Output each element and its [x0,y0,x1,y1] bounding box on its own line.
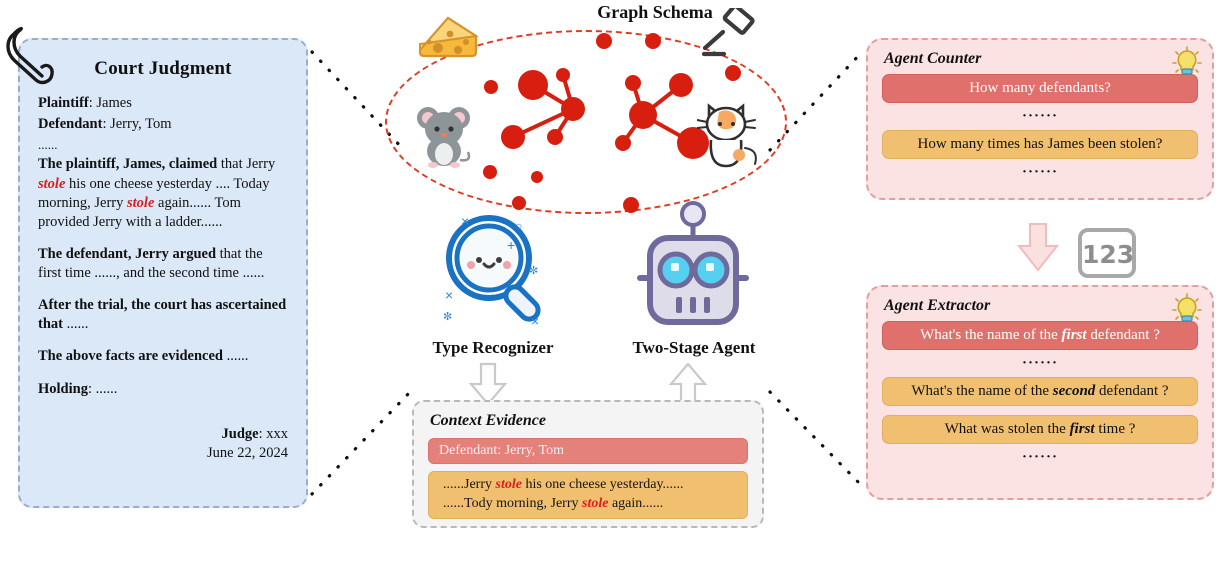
judge-line: Judge: xxx [38,425,288,445]
svg-text:✼: ✼ [443,311,452,323]
counter-badge: 123 [1078,228,1136,278]
plaintiff-line: Plaintiff: James [38,94,288,113]
svg-text:×: × [445,287,453,303]
svg-text:✼: ✼ [529,265,538,277]
counter-question-1[interactable]: How many defendants? [882,74,1198,103]
context-evidence-card: Context Evidence Defendant: Jerry, Tom .… [412,400,764,528]
defendant-line: Defendant: Jerry, Tom [38,115,288,134]
defendant-label: Defendant [38,116,103,133]
svg-text:×: × [531,313,539,329]
graph-nodes [483,33,741,213]
evidence-line-2: ......Tody morning, Jerry stole again...… [443,495,733,514]
evidence-1-post: his one cheese yesterday...... [521,477,684,492]
claim-bold: The plaintiff, James, claimed [38,156,218,173]
svg-text:×: × [461,213,469,229]
claim-rest-1: that Jerry [217,156,276,173]
mouse-icon [417,107,471,168]
trial-rest: ...... [62,316,89,333]
extractor-question-3[interactable]: What was stolen the first time ? [882,415,1198,444]
gavel-icon [701,8,755,57]
plaintiff-label: Plaintiff [38,95,89,111]
arrow-down-icon [468,362,508,406]
facts-bold: The above facts are evidenced [38,348,223,365]
agent-counter-panel: Agent Counter How many defendants? ·····… [866,38,1214,200]
arrow-down-pink-icon [1016,223,1060,272]
context-evidence-entity-bar: Defendant: Jerry, Tom [428,438,748,464]
extractor-ellipsis-2: ······ [1021,449,1058,465]
lightbulb-icon [1172,293,1202,322]
judge-value: : xxx [258,425,288,442]
trial-bold: After the trial, the court has ascertain… [38,297,287,333]
stole-highlight-3: stole [495,477,522,492]
defendant-value: : Jerry, Tom [102,116,172,133]
eq3-em: first [1069,421,1095,437]
court-judgment-card: Court Judgment Plaintiff: James Defendan… [18,38,308,508]
argued-paragraph: The defendant, Jerry argued that the fir… [38,245,288,283]
counter-ellipsis-1: ······ [1021,108,1058,124]
counter-ellipsis-2: ······ [1021,164,1058,180]
stole-highlight-1: stole [38,175,66,192]
evidence-1-pre: ......Jerry [443,477,496,492]
eq3-post: time ? [1094,421,1136,437]
cat-icon [697,103,757,168]
trial-paragraph: After the trial, the court has ascertain… [38,296,288,334]
stole-highlight-4: stole [582,495,609,511]
ellipsis-1: ...... [38,137,58,153]
type-recognizer-label: Type Recognizer [432,338,554,357]
plaintiff-value: : James [88,95,132,111]
eq1-pre: What's the name of the [920,327,1062,343]
svg-text:○: ○ [515,219,522,233]
eq3-pre: What was stolen the [944,421,1070,437]
extractor-ellipsis-1: ······ [1021,355,1058,371]
extractor-question-2[interactable]: What's the name of the second defendant … [882,377,1198,406]
eq2-post: defendant ? [1095,383,1169,399]
two-stage-agent-label: Two-Stage Agent [632,338,756,357]
extractor-question-1[interactable]: What's the name of the first defendant ? [882,321,1198,350]
context-evidence-title: Context Evidence [430,412,546,429]
facts-paragraph: The above facts are evidenced ...... [38,347,288,366]
eq2-pre: What's the name of the [911,383,1053,399]
counter-question-2[interactable]: How many times has James been stolen? [882,130,1198,159]
magnifier-icon: × ○ + ✼ ✼ × × [443,213,541,329]
agent-counter-title: Agent Counter [884,50,982,67]
svg-text:+: + [507,237,515,253]
evidence-line-1: ......Jerry stole his one cheese yesterd… [443,476,733,495]
signature-block: Judge: xxx June 22, 2024 [38,425,288,464]
robot-icon [637,201,749,325]
argued-rest: that the first time ......, and the seco… [38,245,265,282]
holding-paragraph: Holding: ...... [38,380,288,399]
context-evidence-text-bar: ......Jerry stole his one cheese yesterd… [428,471,748,519]
judgment-date: June 22, 2024 [207,445,288,462]
agent-extractor-title: Agent Extractor [884,297,991,314]
judge-label: Judge [221,425,259,442]
claim-paragraph: The plaintiff, James, claimed that Jerry… [38,155,288,232]
argued-bold: The defendant, Jerry argued [38,245,217,262]
holding-bold: Holding [38,380,88,397]
eq1-em: first [1061,327,1087,343]
page-title: Court Judgment [94,58,232,79]
agent-extractor-panel: Agent Extractor What's the name of the f… [866,285,1214,500]
eq1-post: defendant ? [1086,327,1160,343]
evidence-2-pre: ......Tody morning, Jerry [443,495,583,511]
lightbulb-icon [1172,46,1202,75]
claim-rest-3: again...... Tom provided Jerry with a la… [38,194,241,230]
eq2-em: second [1052,383,1096,399]
facts-rest: ...... [222,348,249,365]
evidence-2-post: again...... [608,495,664,511]
graph-schema-title: Graph Schema [597,2,713,22]
paperclip-icon [6,26,54,85]
graph-schema-ellipse [385,30,787,214]
cheese-icon [418,16,479,58]
stole-highlight-2: stole [127,194,155,211]
claim-rest-2: his one cheese yesterday .... Today morn… [38,175,270,211]
holding-rest: : ...... [87,380,118,397]
